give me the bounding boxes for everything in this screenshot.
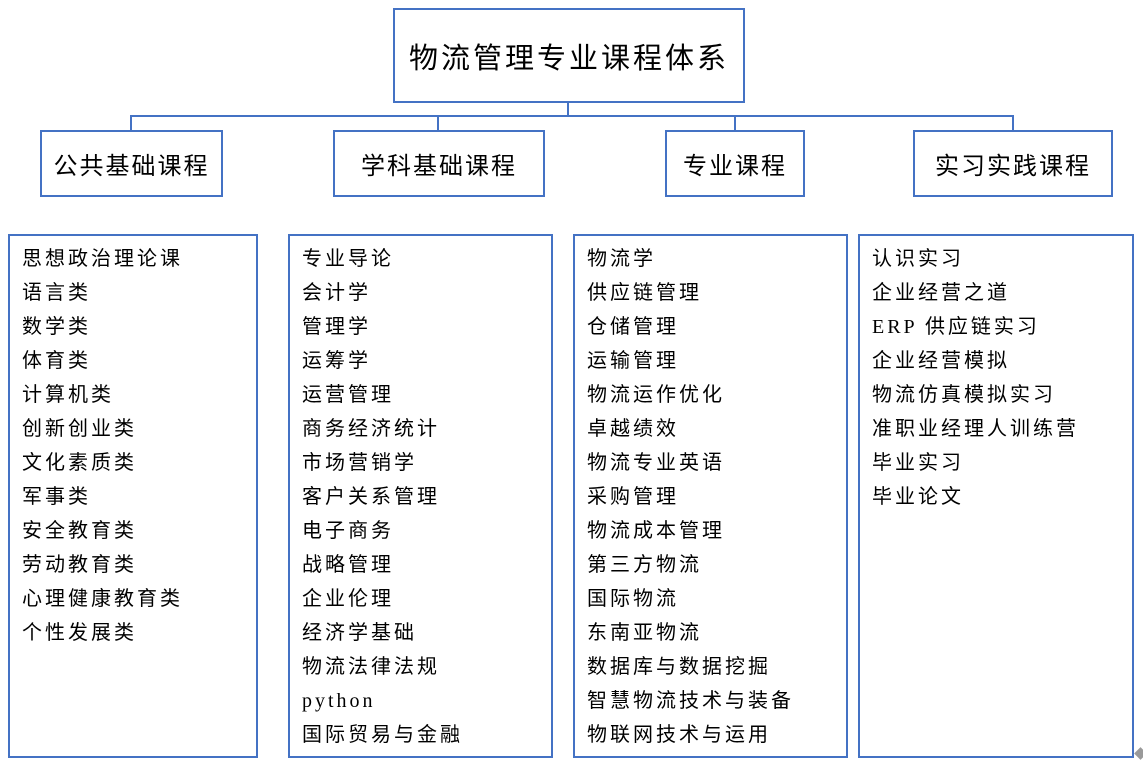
connector-drop-3 xyxy=(734,115,736,131)
category-node-professional: 专业课程 xyxy=(665,130,805,197)
course-item: 国际贸易与金融 xyxy=(302,724,463,746)
course-item: 仓储管理 xyxy=(587,316,679,338)
diagram-title: 物流管理专业课程体系 xyxy=(408,42,729,75)
course-item: 企业经营之道 xyxy=(872,282,1010,304)
course-list-public-basic: 思想政治理论课语言类数学类体育类计算机类创新创业类文化素质类军事类安全教育类劳动… xyxy=(8,234,258,758)
course-item: 战略管理 xyxy=(302,554,394,576)
course-item: python xyxy=(302,690,376,712)
course-item: 商务经济统计 xyxy=(302,418,440,440)
course-item: 毕业论文 xyxy=(872,486,964,508)
connector-drop-2 xyxy=(437,115,439,131)
course-item: 物流法律法规 xyxy=(302,656,440,678)
course-item: 计算机类 xyxy=(22,384,114,406)
course-item: 数学类 xyxy=(22,316,91,338)
course-item: 企业伦理 xyxy=(302,588,394,610)
course-item: 市场营销学 xyxy=(302,452,417,474)
course-item: 思想政治理论课 xyxy=(22,248,183,270)
course-item: 物流仿真模拟实习 xyxy=(872,384,1056,406)
course-item: 采购管理 xyxy=(587,486,679,508)
course-item: 安全教育类 xyxy=(22,520,137,542)
course-item: 数据库与数据挖掘 xyxy=(587,656,771,678)
course-item: 运筹学 xyxy=(302,350,371,372)
connector-root-riser xyxy=(567,102,569,116)
category-label: 专业课程 xyxy=(683,154,787,180)
category-label: 公共基础课程 xyxy=(53,154,210,180)
course-item: 认识实习 xyxy=(872,248,964,270)
course-item: 准职业经理人训练营 xyxy=(872,418,1079,440)
course-item: 创新创业类 xyxy=(22,418,137,440)
connector-drop-4 xyxy=(1012,115,1014,131)
course-item: 物流专业英语 xyxy=(587,452,725,474)
root-node: 物流管理专业课程体系 xyxy=(393,8,745,103)
category-node-discipline-basic: 学科基础课程 xyxy=(333,130,545,197)
course-item: 运输管理 xyxy=(587,350,679,372)
course-item: ERP 供应链实习 xyxy=(872,316,1040,338)
category-label: 学科基础课程 xyxy=(361,154,517,180)
course-list-practice: 认识实习企业经营之道 ERP 供应链实习企业经营模拟物流仿真模拟实习准职业经理人训… xyxy=(858,234,1134,758)
course-item: 运营管理 xyxy=(302,384,394,406)
course-item: 第三方物流 xyxy=(587,554,702,576)
course-item: 企业经营模拟 xyxy=(872,350,1010,372)
course-item: 体育类 xyxy=(22,350,91,372)
course-list-professional: 物流学供应链管理仓储管理运输管理物流运作优化卓越绩效物流专业英语采购管理物流成本… xyxy=(573,234,848,758)
course-item: 语言类 xyxy=(22,282,91,304)
connector-horizontal-rail xyxy=(130,115,1014,117)
course-item: 供应链管理 xyxy=(587,282,702,304)
course-item: 物流成本管理 xyxy=(587,520,725,542)
course-item: 军事类 xyxy=(22,486,91,508)
course-item: 客户关系管理 xyxy=(302,486,440,508)
course-item: 劳动教育类 xyxy=(22,554,137,576)
course-item: 专业导论 xyxy=(302,248,394,270)
course-item: 会计学 xyxy=(302,282,371,304)
course-list-discipline-basic: 专业导论会计学管理学运筹学运营管理商务经济统计市场营销学客户关系管理电子商务战略… xyxy=(288,234,553,758)
course-item: 智慧物流技术与装备 xyxy=(587,690,794,712)
category-node-practice: 实习实践课程 xyxy=(913,130,1113,197)
anchor-diamond-icon xyxy=(1134,747,1143,760)
course-item: 心理健康教育类 xyxy=(22,588,183,610)
category-node-public-basic: 公共基础课程 xyxy=(40,130,223,197)
course-item: 个性发展类 xyxy=(22,622,137,644)
course-item: 文化素质类 xyxy=(22,452,137,474)
course-item: 毕业实习 xyxy=(872,452,964,474)
course-item: 经济学基础 xyxy=(302,622,417,644)
course-item: 物联网技术与运用 xyxy=(587,724,771,746)
course-item: 管理学 xyxy=(302,316,371,338)
course-item: 物流学 xyxy=(587,248,656,270)
connector-drop-1 xyxy=(130,115,132,131)
course-item: 国际物流 xyxy=(587,588,679,610)
category-label: 实习实践课程 xyxy=(935,154,1091,180)
course-item: 电子商务 xyxy=(302,520,394,542)
course-item: 卓越绩效 xyxy=(587,418,679,440)
course-item: 物流运作优化 xyxy=(587,384,725,406)
course-item: 东南亚物流 xyxy=(587,622,702,644)
